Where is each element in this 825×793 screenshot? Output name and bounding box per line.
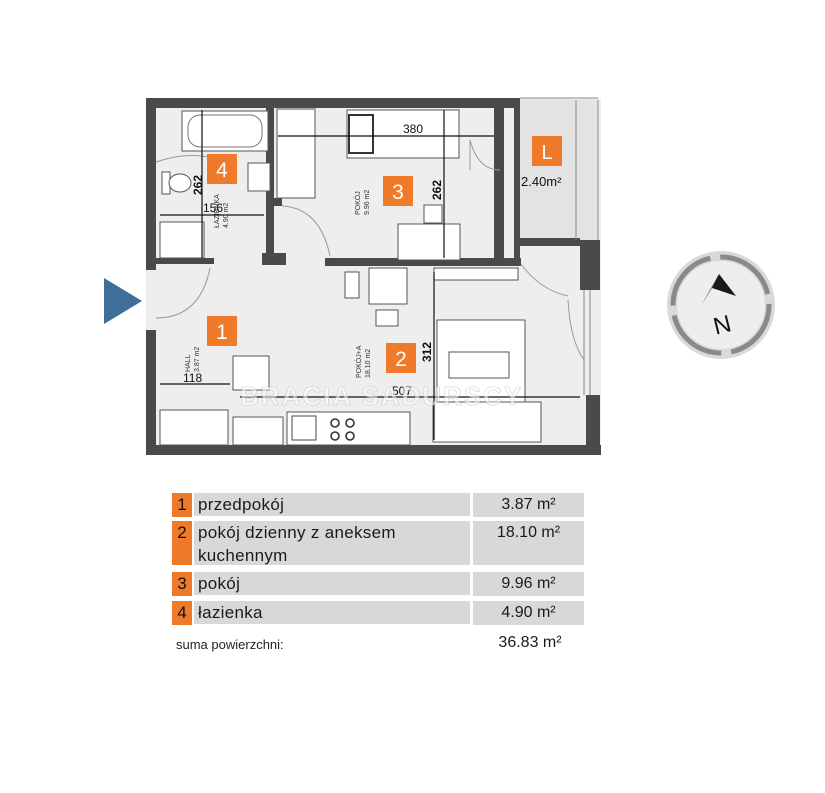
- bedroom-door-arc: [281, 205, 331, 257]
- bathroom-area-label: 4.90 m2: [223, 203, 230, 228]
- watermark: BRACIA SADURSCY: [240, 381, 523, 411]
- room-badge-3: 3: [383, 176, 413, 206]
- row-number: 4: [172, 601, 192, 625]
- washing-machine: [159, 221, 205, 259]
- pillow: [348, 114, 374, 154]
- floor-plan: 380 262 262 156 312 507 118 ŁAZIENKA 4.9…: [104, 97, 775, 455]
- bedroom-name-label: POKÓJ: [353, 191, 362, 215]
- bathroom-height-label: 262: [191, 175, 205, 195]
- bathtub: [181, 110, 269, 152]
- balcony-badge: L: [532, 136, 562, 166]
- compass-icon: N: [667, 251, 775, 359]
- svg-text:1: 1: [216, 321, 228, 344]
- svg-text:N: N: [711, 310, 734, 340]
- hall-wardrobe: [159, 409, 229, 446]
- terrace-door-arc: [520, 263, 569, 297]
- bathroom-sink: [247, 162, 271, 192]
- row-value: 18.10 m²: [473, 521, 584, 565]
- bathtub-inner: [187, 114, 263, 148]
- bedroom-height-label: 262: [430, 180, 444, 200]
- hall-area-label: 3.87 m2: [194, 347, 201, 372]
- balcony-area-label: 2.40m²: [521, 174, 562, 189]
- svg-text:4: 4: [216, 159, 228, 182]
- tv-cabinet: [433, 267, 519, 281]
- row-label: pokój: [194, 572, 470, 595]
- row-number: 3: [172, 572, 192, 596]
- row-value: 3.87 m²: [473, 493, 584, 517]
- coffee-table-top: [448, 351, 510, 379]
- row-label-line1: pokój dzienny z aneksem: [198, 523, 396, 542]
- dining-chair: [344, 271, 360, 299]
- balcony-floor: [516, 100, 598, 245]
- dining-table: [368, 267, 408, 305]
- total-label: suma powierzchni:: [176, 637, 284, 652]
- living-area-label: 18.10 m2: [365, 349, 372, 378]
- room-badge-2: 2: [386, 343, 416, 373]
- living-height-label: 312: [420, 342, 434, 362]
- entry-door-arc: [155, 267, 211, 319]
- row-number: 2: [172, 521, 192, 565]
- kitchen-sink: [291, 415, 317, 441]
- living-width-label: 507: [392, 384, 412, 398]
- desk: [397, 223, 461, 261]
- row-label: pokój dzienny z aneksem kuchennym: [194, 521, 470, 565]
- row-value: 4.90 m²: [473, 601, 584, 625]
- balcony-door-arc: [469, 139, 501, 171]
- row-label: przedpokój: [194, 493, 470, 516]
- bedroom-area-label: 9.96 m2: [364, 190, 371, 215]
- row-number: 1: [172, 493, 192, 517]
- row-label-line2: kuchennym: [198, 546, 288, 565]
- room-badge-4: 4: [207, 154, 237, 184]
- bathroom-name-label: ŁAZIENKA: [214, 194, 221, 228]
- svg-text:3: 3: [392, 181, 404, 204]
- wardrobe: [276, 108, 316, 199]
- room-badge-1: 1: [207, 316, 237, 346]
- fridge: [232, 355, 270, 391]
- kitchen-cabinet: [232, 416, 284, 446]
- chair: [423, 204, 443, 224]
- stove: [330, 418, 355, 441]
- row-label: łazienka: [194, 601, 470, 624]
- svg-text:2: 2: [395, 348, 407, 371]
- toilet: [168, 173, 192, 193]
- dimension-lines: [160, 110, 580, 440]
- living-name-label: POKÓJ+A: [354, 345, 363, 378]
- total-value: 36.83 m²: [498, 634, 562, 651]
- balcony-glazing: [520, 97, 599, 395]
- row-value: 9.96 m²: [473, 572, 584, 596]
- sofa: [432, 401, 542, 443]
- bedroom-width-label: 380: [403, 122, 423, 136]
- bathroom-width-label: 156: [203, 201, 223, 215]
- dining-chair: [375, 309, 399, 327]
- svg-text:L: L: [541, 142, 552, 164]
- hall-name-label: HALL: [185, 354, 192, 372]
- hall-width-label: 118: [183, 371, 202, 385]
- entry-arrow-icon: [104, 278, 142, 324]
